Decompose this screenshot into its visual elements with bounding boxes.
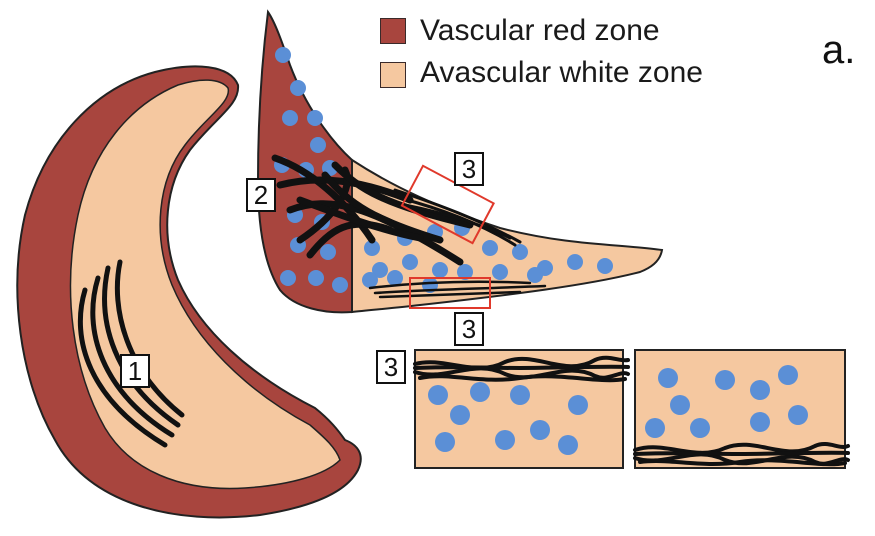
cell-dot: [512, 244, 528, 260]
cell-dot: [450, 405, 470, 425]
cell-dot: [280, 270, 296, 286]
cell-dot: [470, 382, 490, 402]
cell-dot: [530, 420, 550, 440]
cell-dot: [670, 395, 690, 415]
cell-dot: [690, 418, 710, 438]
cell-dot: [362, 272, 378, 288]
cell-dot: [402, 254, 418, 270]
tear-label-2: 2: [246, 178, 276, 212]
cell-dot: [568, 395, 588, 415]
tear-label-1: 1: [120, 354, 150, 388]
cell-dot: [387, 270, 403, 286]
cell-dot: [788, 405, 808, 425]
legend-white-label: Avascular white zone: [420, 58, 703, 88]
cell-dot: [510, 385, 530, 405]
cell-dot: [432, 262, 448, 278]
cell-dot: [658, 368, 678, 388]
cell-dot: [567, 254, 583, 270]
cell-dot: [282, 110, 298, 126]
cell-dot: [310, 137, 326, 153]
cell-dot: [290, 80, 306, 96]
inset-panel-right: [635, 350, 848, 468]
cell-dot: [597, 258, 613, 274]
cell-dot: [750, 412, 770, 432]
cell-dot: [645, 418, 665, 438]
cell-dot: [320, 244, 336, 260]
cell-dot: [778, 365, 798, 385]
cell-dot: [558, 435, 578, 455]
tear-label-3-lower: 3: [454, 312, 484, 346]
cell-dot: [435, 432, 455, 452]
cell-dot: [495, 430, 515, 450]
cell-dot: [715, 370, 735, 390]
legend-red-swatch: [380, 18, 406, 44]
legend-white-swatch: [380, 62, 406, 88]
cell-dot: [527, 267, 543, 283]
tear-label-3-inset: 3: [376, 350, 406, 384]
legend-red-label: Vascular red zone: [420, 16, 660, 46]
cell-dot: [492, 264, 508, 280]
cell-dot: [308, 270, 324, 286]
tear-label-3-upper: 3: [454, 152, 484, 186]
cell-dot: [428, 385, 448, 405]
cell-dot: [332, 277, 348, 293]
cell-dot: [482, 240, 498, 256]
panel-label: a.: [822, 30, 855, 70]
inset-panel-left: [415, 350, 628, 468]
cell-dot: [750, 380, 770, 400]
cell-dot: [307, 110, 323, 126]
cell-dot: [275, 47, 291, 63]
